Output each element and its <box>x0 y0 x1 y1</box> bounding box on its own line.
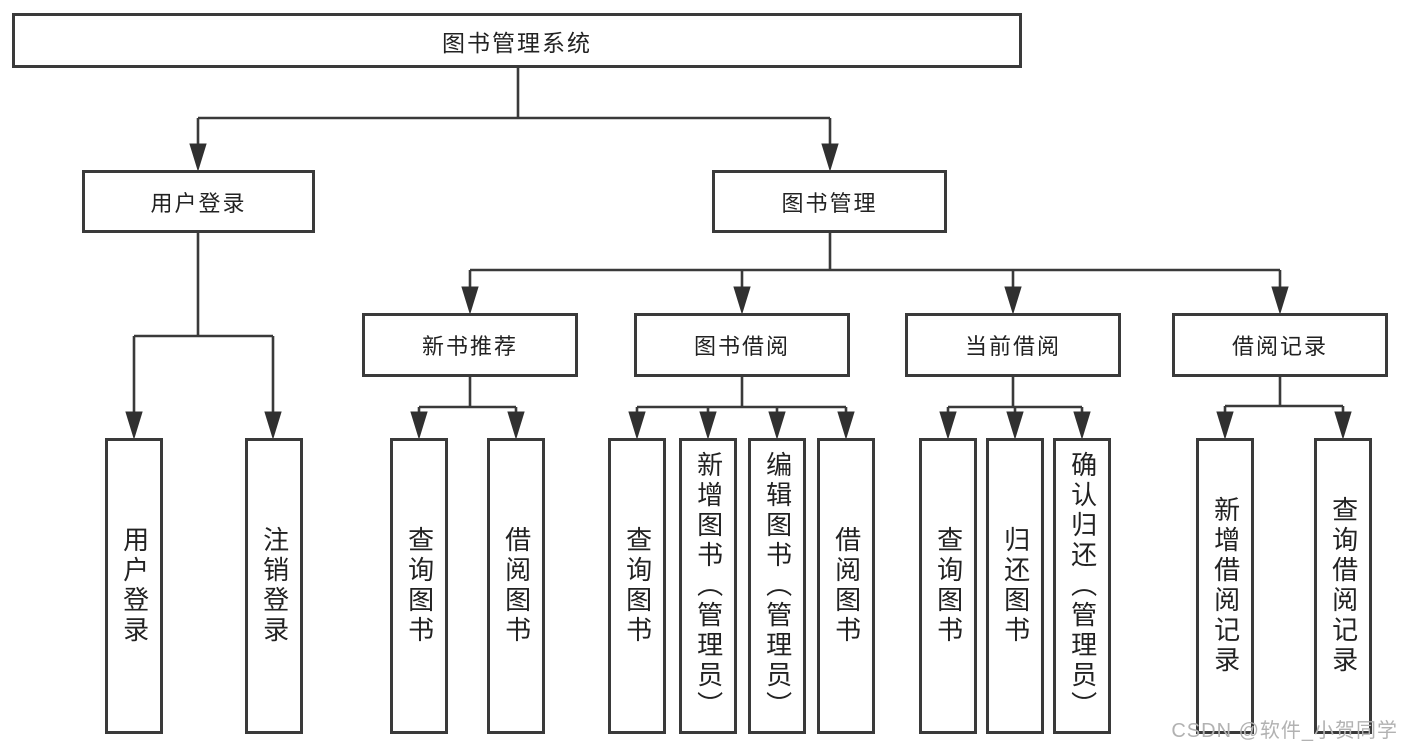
leaf-borrow-books-recommend-label: 借阅图书 <box>501 526 532 646</box>
arrow-icon <box>461 286 479 315</box>
node-book-management-label: 图书管理 <box>781 190 878 216</box>
node-book-borrowing-label: 图书借阅 <box>693 334 790 359</box>
arrow-icon <box>939 411 957 440</box>
leaf-logout-label: 注销登录 <box>259 526 290 646</box>
leaf-add-borrow-record-label: 新增借阅记录 <box>1210 496 1241 676</box>
arrow-icon <box>628 411 646 440</box>
leaf-query-books-current-label: 查询图书 <box>933 526 964 646</box>
node-root-label: 图书管理系统 <box>442 29 592 56</box>
arrow-icon <box>507 411 525 440</box>
leaf-user-login: 用户登录 <box>105 438 163 734</box>
leaf-query-borrow-record-label: 查询借阅记录 <box>1328 496 1359 676</box>
leaf-query-books-borrowing-label: 查询图书 <box>622 526 653 646</box>
leaf-return-book: 归还图书 <box>986 438 1044 734</box>
arrow-icon <box>699 411 717 440</box>
arrow-icon <box>1271 286 1289 315</box>
node-current-borrowing-label: 当前借阅 <box>964 334 1061 359</box>
arrow-icon <box>410 411 428 440</box>
arrow-icon <box>1006 411 1024 440</box>
arrow-icon <box>733 286 751 315</box>
leaf-edit-book-admin-label: 编辑图书（管理员） <box>762 451 793 721</box>
leaf-query-books-borrowing: 查询图书 <box>608 438 666 734</box>
leaf-add-book-admin-label: 新增图书（管理员） <box>693 451 724 721</box>
leaf-add-borrow-record: 新增借阅记录 <box>1196 438 1254 734</box>
leaf-edit-book-admin: 编辑图书（管理员） <box>748 438 806 734</box>
arrow-icon <box>1216 411 1234 440</box>
node-user-login: 用户登录 <box>82 170 315 233</box>
arrow-icon <box>1004 286 1022 315</box>
leaf-return-book-label: 归还图书 <box>1000 526 1031 646</box>
node-current-borrowing: 当前借阅 <box>905 313 1121 377</box>
arrow-icon <box>821 143 839 172</box>
leaf-add-book-admin: 新增图书（管理员） <box>679 438 737 734</box>
leaf-query-books-current: 查询图书 <box>919 438 977 734</box>
leaf-borrow-books-recommend: 借阅图书 <box>487 438 545 734</box>
node-new-book-recommend-label: 新书推荐 <box>421 334 518 359</box>
leaf-confirm-return-admin: 确认归还（管理员） <box>1053 438 1111 734</box>
node-book-borrowing: 图书借阅 <box>634 313 850 377</box>
csdn-watermark: CSDN @软件_小贺同学 <box>1171 720 1398 742</box>
arrow-icon <box>1334 411 1352 440</box>
node-root: 图书管理系统 <box>12 13 1022 68</box>
leaf-borrow-books-label: 借阅图书 <box>831 526 862 646</box>
leaf-logout: 注销登录 <box>245 438 303 734</box>
node-book-management: 图书管理 <box>712 170 947 233</box>
arrow-icon <box>837 411 855 440</box>
leaf-user-login-label: 用户登录 <box>119 526 150 646</box>
arrow-icon <box>768 411 786 440</box>
leaf-query-books-recommend: 查询图书 <box>390 438 448 734</box>
arrow-icon <box>264 411 282 440</box>
leaf-query-books-recommend-label: 查询图书 <box>404 526 435 646</box>
leaf-borrow-books: 借阅图书 <box>817 438 875 734</box>
leaf-query-borrow-record: 查询借阅记录 <box>1314 438 1372 734</box>
node-user-login-label: 用户登录 <box>150 190 247 216</box>
arrow-icon <box>125 411 143 440</box>
node-new-book-recommend: 新书推荐 <box>362 313 578 377</box>
leaf-confirm-return-admin-label: 确认归还（管理员） <box>1067 451 1098 721</box>
node-borrow-records: 借阅记录 <box>1172 313 1388 377</box>
arrow-icon <box>189 143 207 172</box>
arrow-icon <box>1073 411 1091 440</box>
node-borrow-records-label: 借阅记录 <box>1231 334 1328 359</box>
